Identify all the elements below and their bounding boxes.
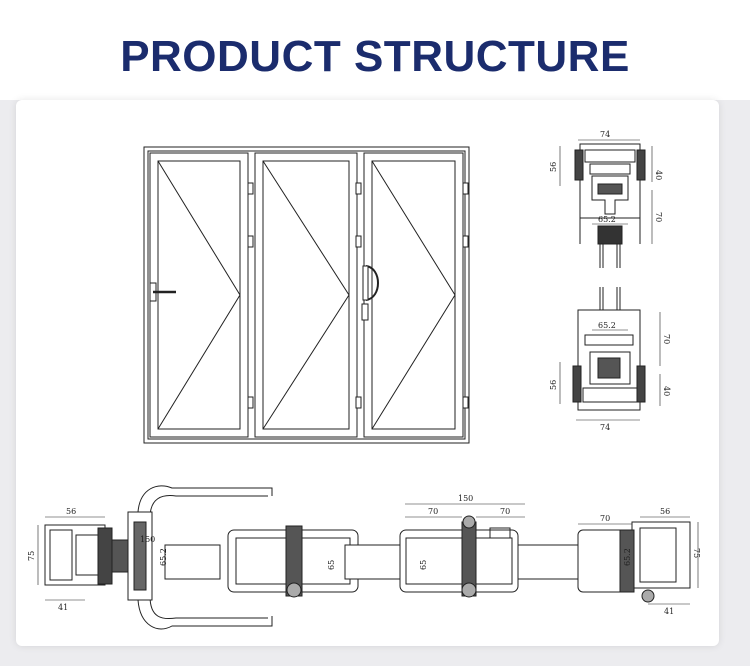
hinge-set: [247, 182, 469, 409]
top-profile-section: [574, 143, 646, 268]
dim-top-70: 70: [654, 212, 663, 222]
dim-right-70: 70: [600, 514, 610, 523]
door-panel-3: [363, 152, 464, 438]
dim-right-41: 41: [664, 607, 674, 616]
dim-joint2-70a: 70: [428, 507, 438, 516]
left-frame-profile: [44, 524, 139, 586]
dim-left-150: 150: [140, 535, 155, 544]
dim-bottom-width: 74: [600, 423, 610, 432]
dim-bottom-56: 56: [549, 380, 558, 390]
dim-joint1-65: 65: [327, 560, 336, 570]
dimension-lines: [37, 139, 699, 605]
dim-top-56: 56: [549, 162, 558, 172]
dim-right-75: 75: [692, 548, 701, 558]
dim-joint2-65: 65: [419, 560, 428, 570]
dim-top-40: 40: [654, 170, 663, 180]
dim-right-56: 56: [660, 507, 670, 516]
right-frame-profile: [577, 521, 691, 603]
panel-joint-1: [164, 525, 401, 598]
pull-handle: [361, 265, 379, 321]
dim-left-65-2: 65.2: [159, 548, 168, 566]
horizontal-section: [44, 485, 691, 630]
header-band: PRODUCT STRUCTURE: [0, 0, 750, 100]
panel-joint-2: [399, 515, 579, 598]
dim-right-65-2: 65.2: [623, 548, 632, 566]
page-title: PRODUCT STRUCTURE: [120, 32, 630, 81]
door-panel-2: [254, 152, 358, 438]
dim-left-41: 41: [58, 603, 68, 612]
door-panel-1: [149, 152, 249, 438]
dim-bottom-65-2: 65.2: [598, 321, 616, 330]
handle-arc: [127, 485, 273, 630]
dim-left-56: 56: [66, 507, 76, 516]
lever-handle: [149, 282, 176, 302]
dim-joint2-150: 150: [458, 494, 473, 503]
door-elevation: [143, 146, 470, 444]
dim-bottom-40: 40: [662, 386, 671, 396]
dim-top-65-2: 65.2: [598, 215, 616, 224]
dim-bottom-70: 70: [662, 334, 671, 344]
dim-left-75: 75: [27, 551, 36, 561]
dim-joint2-70b: 70: [500, 507, 510, 516]
dim-top-width: 74: [600, 130, 610, 139]
bottom-profile-section: [572, 287, 646, 411]
